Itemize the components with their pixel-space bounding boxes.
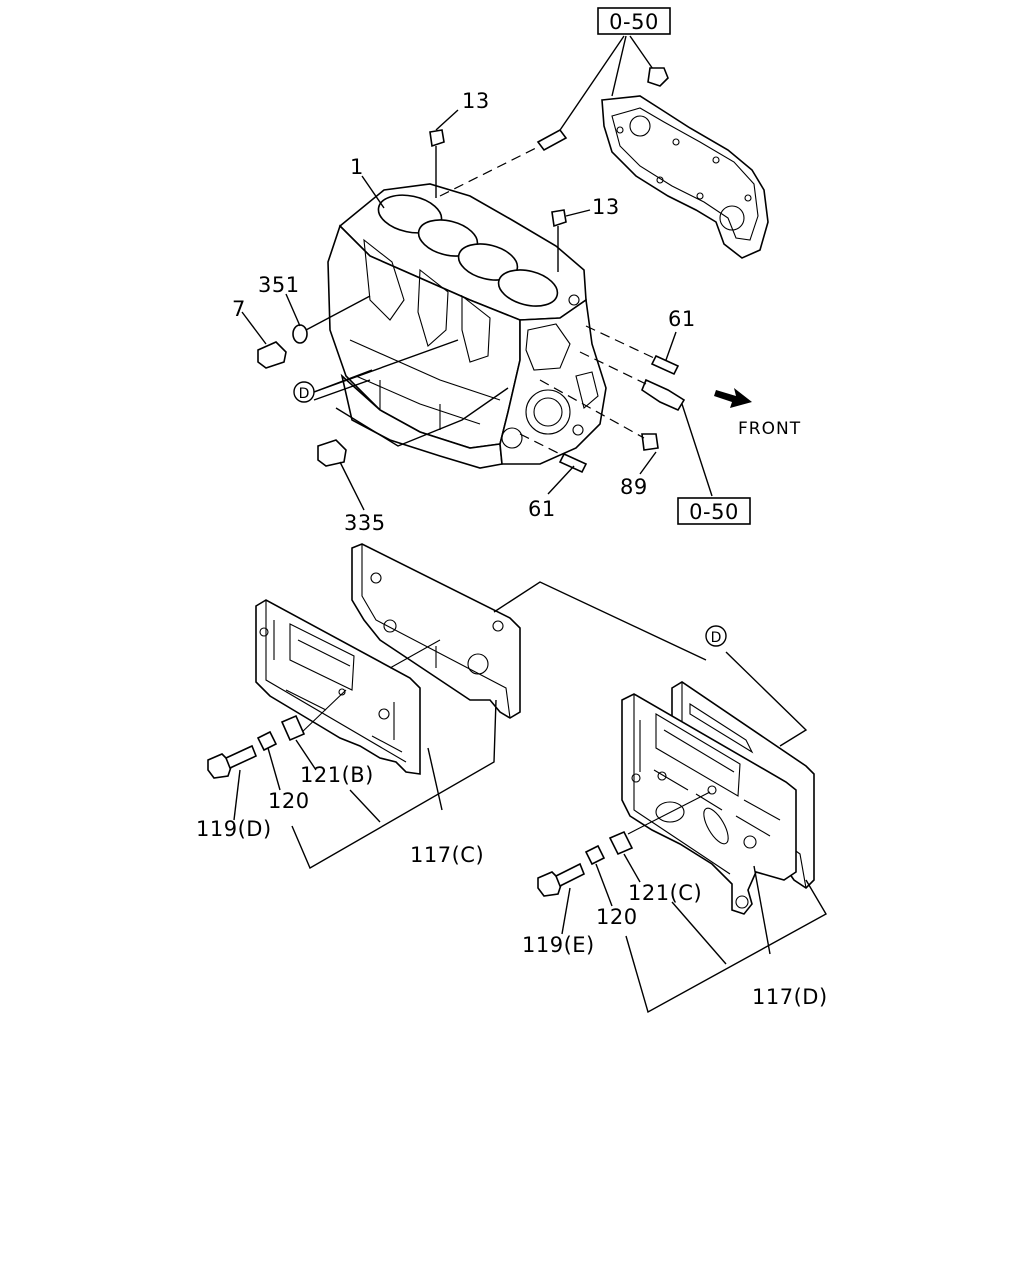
front-label: FRONT xyxy=(738,419,801,439)
part-121b-collar[interactable] xyxy=(280,714,306,742)
label-61-right: 61 xyxy=(668,307,696,331)
part-335-drain-plug[interactable] xyxy=(317,439,347,467)
label-335: 335 xyxy=(344,511,386,535)
part-119d-bolt[interactable] xyxy=(207,744,258,779)
label-117c: 117(C) xyxy=(410,843,484,867)
reference-label-top: 0-50 xyxy=(609,10,659,34)
label-1: 1 xyxy=(350,155,364,179)
stud-bolt[interactable] xyxy=(439,128,568,197)
label-13-top: 13 xyxy=(462,89,490,113)
callout-marker-d-lower[interactable]: D xyxy=(705,625,727,647)
label-119d: 119(D) xyxy=(196,817,272,841)
label-121c: 121(C) xyxy=(628,881,702,905)
front-direction-arrow xyxy=(714,388,752,408)
label-13-right: 13 xyxy=(592,195,620,219)
callout-letter-lower: D xyxy=(711,630,722,646)
part-61-dowel-right[interactable] xyxy=(585,325,680,376)
part-13-plug-top[interactable] xyxy=(429,129,445,198)
plate-assembly-d[interactable] xyxy=(621,681,815,915)
callout-marker-d[interactable]: D xyxy=(293,381,315,403)
label-89: 89 xyxy=(620,475,648,499)
timing-cover[interactable] xyxy=(601,67,769,259)
label-61-bottom: 61 xyxy=(528,497,556,521)
cylinder-block[interactable] xyxy=(327,183,607,469)
part-121c-collar[interactable] xyxy=(608,830,634,856)
callout-letter: D xyxy=(299,386,310,402)
reference-label-right: 0-50 xyxy=(689,500,739,524)
part-7-plug[interactable] xyxy=(257,341,287,369)
part-13-plug-right[interactable] xyxy=(551,209,567,272)
plate-assembly-c[interactable] xyxy=(255,543,521,775)
part-120-ring-left[interactable] xyxy=(256,730,278,752)
reference-box-top[interactable]: 0-50 xyxy=(597,7,671,35)
label-121b: 121(B) xyxy=(300,763,374,787)
part-119e-bolt[interactable] xyxy=(537,862,586,897)
label-351: 351 xyxy=(258,273,300,297)
label-7: 7 xyxy=(232,297,246,321)
part-89-plug[interactable] xyxy=(539,379,659,451)
sensor-fitting[interactable] xyxy=(579,351,686,412)
label-119e: 119(E) xyxy=(522,933,595,957)
label-117d: 117(D) xyxy=(752,985,828,1009)
label-120-left: 120 xyxy=(268,789,310,813)
reference-box-right[interactable]: 0-50 xyxy=(677,497,751,525)
part-61-dowel-bottom[interactable] xyxy=(519,433,588,474)
label-120-right: 120 xyxy=(596,905,638,929)
part-120-ring-right[interactable] xyxy=(584,844,606,866)
